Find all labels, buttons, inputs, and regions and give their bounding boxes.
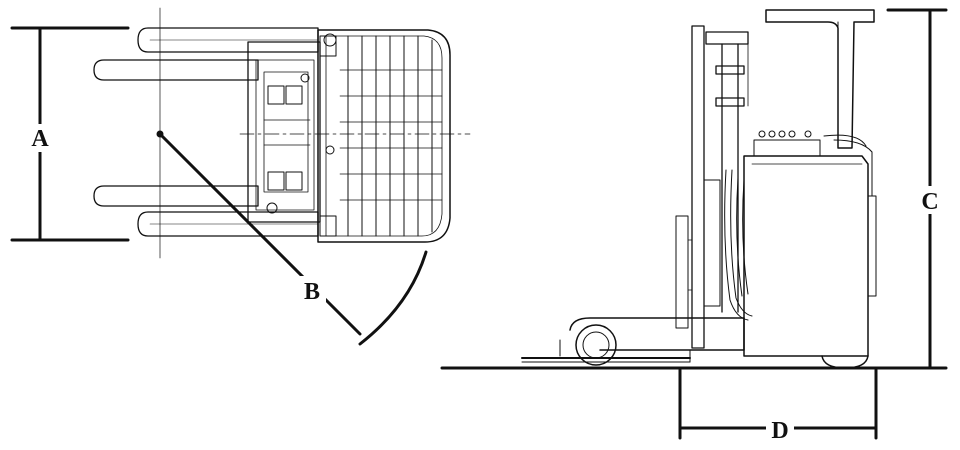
dimension-a-label: A	[31, 126, 49, 152]
top-view: A B	[10, 7, 471, 346]
forks-top-view	[93, 27, 319, 237]
centerlines-top-view	[159, 7, 471, 259]
truck-body	[743, 130, 877, 357]
mast-top-view	[247, 33, 337, 223]
chassis-top-view	[317, 29, 451, 243]
dimension-d-label: D	[771, 418, 788, 444]
dimension-b-label: B	[304, 279, 320, 305]
side-view: C D	[440, 8, 948, 444]
dimension-c-label: C	[921, 189, 938, 215]
overhead-guard	[765, 9, 875, 149]
dimension-b	[156, 130, 428, 346]
base-frame	[521, 317, 869, 369]
